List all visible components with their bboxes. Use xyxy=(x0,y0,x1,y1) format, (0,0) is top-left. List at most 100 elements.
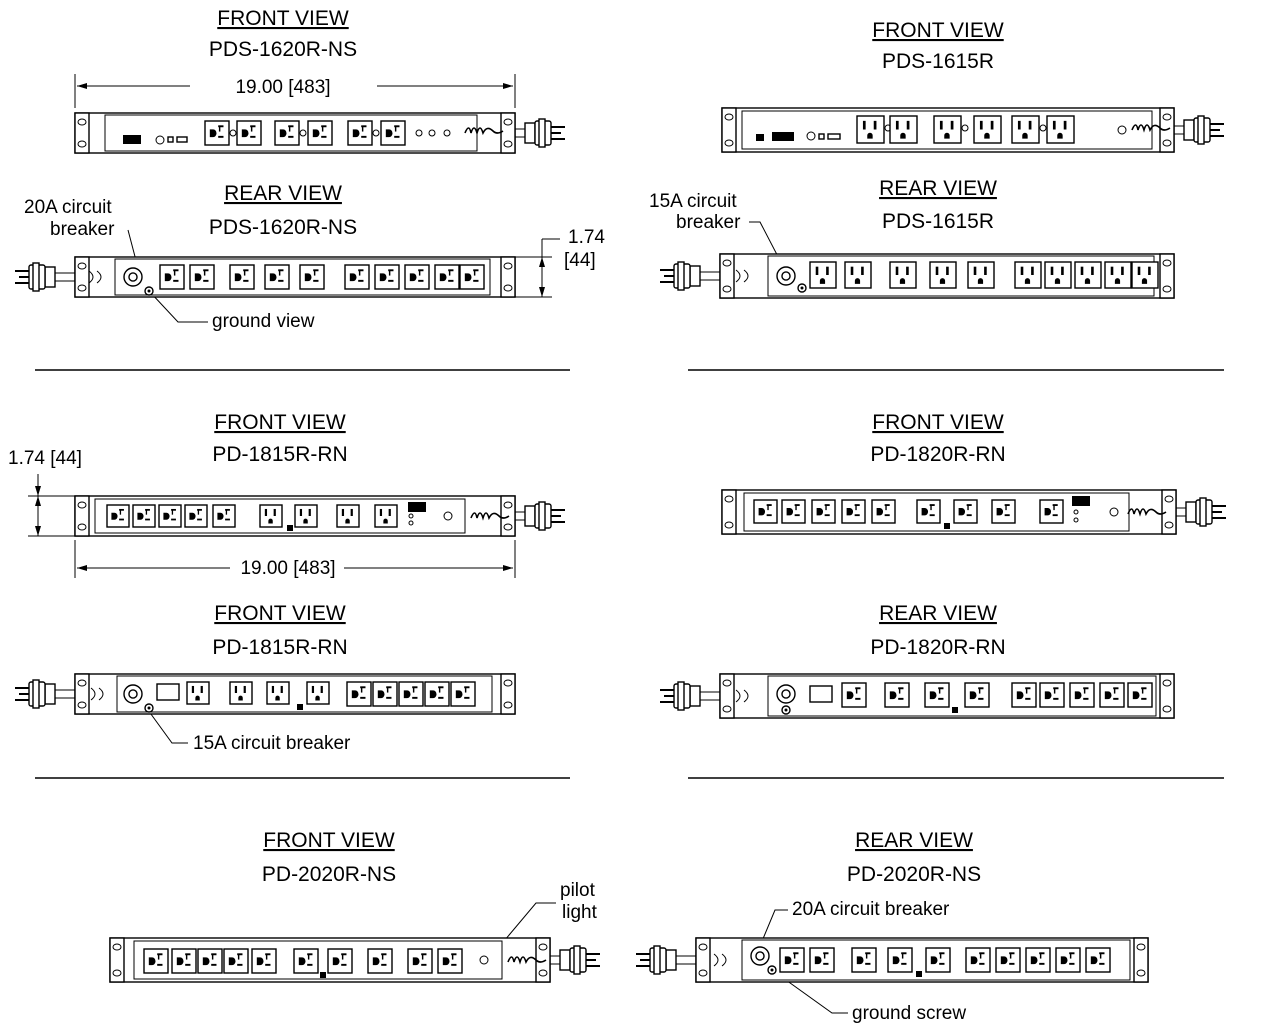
slot xyxy=(280,685,283,693)
slot xyxy=(250,125,256,128)
mounting-hole xyxy=(1162,679,1172,687)
outlet-frame xyxy=(434,264,460,290)
slot xyxy=(901,953,904,959)
nema-outlet-icon xyxy=(925,947,951,973)
pilot-led xyxy=(1117,125,1127,135)
ground-pin xyxy=(814,956,822,965)
mounting-hole xyxy=(503,701,513,709)
slot xyxy=(394,126,397,132)
slot xyxy=(464,687,467,693)
screw-slot xyxy=(784,708,788,712)
slot xyxy=(237,953,243,956)
slot xyxy=(826,266,829,275)
slot xyxy=(473,269,479,272)
outlet-frame xyxy=(159,264,185,290)
slot xyxy=(793,952,799,955)
slot xyxy=(855,697,861,700)
outlet-frame xyxy=(887,947,913,973)
ground-pin xyxy=(1016,691,1024,700)
slot xyxy=(438,696,444,699)
nema-outlet-icon xyxy=(753,499,778,524)
ground-pin xyxy=(899,278,906,284)
slot xyxy=(1009,962,1015,965)
circuit-breaker-icon xyxy=(776,684,796,704)
rack-ear-right xyxy=(535,937,551,983)
rack-ear-right xyxy=(1159,673,1175,719)
unit-pd1815-front xyxy=(74,495,565,537)
nema-outlet-icon xyxy=(811,499,836,524)
ground-pin xyxy=(930,956,938,965)
ground-pin xyxy=(969,691,977,700)
outlet-frame xyxy=(197,948,223,974)
slot xyxy=(861,266,864,275)
outlet-frame xyxy=(967,261,995,289)
slot xyxy=(381,954,384,960)
slot xyxy=(1052,514,1058,517)
power-plug-icon xyxy=(660,681,720,711)
slot xyxy=(341,508,345,516)
indicator xyxy=(806,131,816,141)
ground-pin xyxy=(819,278,826,284)
nema-outlet-icon xyxy=(995,947,1021,973)
ground-pin xyxy=(867,132,873,139)
outlet-frame xyxy=(995,947,1021,973)
slot xyxy=(1061,266,1064,275)
slot xyxy=(1091,266,1094,275)
cord xyxy=(700,691,720,701)
ground-screw-icon xyxy=(781,705,791,715)
ground-pin xyxy=(944,132,950,139)
slot xyxy=(1063,120,1067,130)
outlet-frame xyxy=(844,261,872,289)
ground-screw-icon xyxy=(797,283,807,293)
slot xyxy=(313,270,316,276)
slot xyxy=(264,508,268,516)
ground-pin xyxy=(312,129,320,138)
nema-outlet-icon xyxy=(1099,682,1125,708)
callout-pilot-light-2: light xyxy=(562,902,598,923)
slot xyxy=(412,696,418,699)
unit-pd2020-front xyxy=(109,937,600,983)
slot xyxy=(197,508,202,511)
slot xyxy=(388,269,394,272)
ground-pin xyxy=(1141,278,1148,284)
outlet-frame xyxy=(1039,682,1065,708)
cord-break xyxy=(713,953,727,967)
slot xyxy=(1141,697,1147,700)
view-title: REAR VIEW xyxy=(879,602,997,625)
slot xyxy=(173,270,176,276)
slot xyxy=(464,686,470,689)
slot xyxy=(218,135,224,138)
slot xyxy=(966,504,972,506)
mounting-hole xyxy=(77,679,87,687)
mounting-hole xyxy=(1164,521,1174,529)
nema-outlet-icon xyxy=(236,120,262,146)
cord xyxy=(515,128,525,138)
mounting-hole xyxy=(724,113,734,121)
slot xyxy=(973,266,977,275)
slot xyxy=(388,508,391,516)
slot xyxy=(313,279,319,282)
ground-pin xyxy=(304,273,312,282)
slot xyxy=(288,135,294,138)
middle-atlantic-logo xyxy=(464,127,504,136)
slot xyxy=(157,954,160,960)
outlet-frame xyxy=(781,499,806,524)
slot xyxy=(1083,687,1089,690)
slot xyxy=(243,270,246,276)
height-dimension: 1.74 xyxy=(568,227,605,248)
breaker-label xyxy=(408,502,426,512)
middle-atlantic-logo xyxy=(1131,124,1171,133)
unit-pds1620-rear xyxy=(15,256,516,298)
slot xyxy=(1053,687,1059,690)
power-plug-icon xyxy=(15,679,75,709)
outlet-frame xyxy=(779,947,805,973)
slot xyxy=(360,696,366,699)
ground-pin xyxy=(303,518,308,524)
faceplate xyxy=(133,940,503,980)
slot xyxy=(451,963,457,966)
view-title: FRONT VIEW xyxy=(214,602,346,625)
outlet-frame xyxy=(459,264,485,290)
slot xyxy=(854,504,860,506)
ground-pin xyxy=(256,957,264,966)
nema-outlet-icon xyxy=(781,499,806,524)
